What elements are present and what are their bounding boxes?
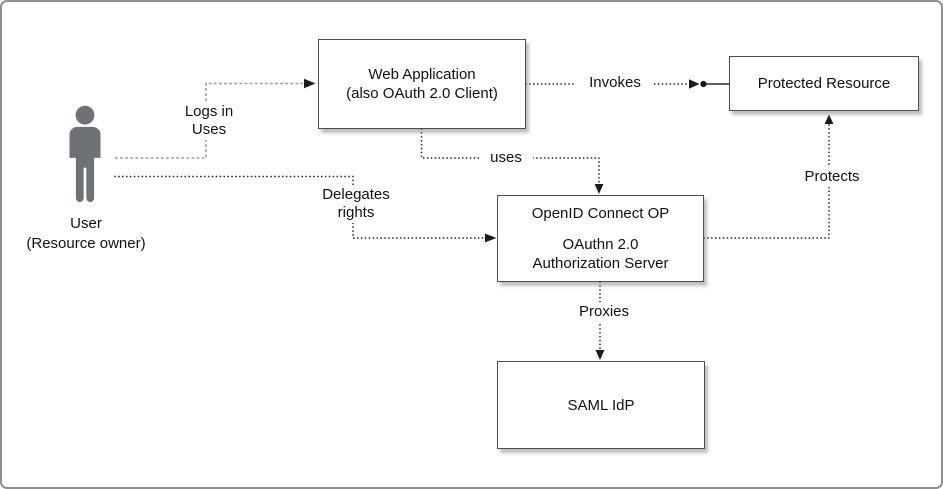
edge-proxies [595, 281, 605, 360]
logs-in-line2: Uses [191, 121, 227, 138]
arrowhead-right-icon [485, 233, 497, 243]
openid-line2: OAuthn 2.0 [562, 236, 639, 253]
arrowhead-right-icon [689, 79, 700, 89]
node-web-application: Web Application (also OAuth 2.0 Client) [318, 39, 526, 129]
edge-label-invokes: Invokes [576, 73, 654, 93]
node-saml-idp: SAML IdP [497, 361, 705, 449]
saml-idp-label: SAML IdP [567, 396, 635, 414]
openid-line3: Authorization Server [532, 255, 669, 272]
edge-label-logs-in: Logs in Uses [166, 102, 252, 140]
arrowhead-down-icon [595, 350, 605, 360]
protected-resource-label: Protected Resource [757, 75, 891, 92]
arrowhead-right-icon [304, 78, 316, 89]
arrowhead-up-icon [824, 114, 834, 124]
connector-dot-icon [700, 80, 707, 88]
edge-label-protects: Protects [791, 167, 873, 187]
edge-label-delegates-rights: Delegates rights [306, 185, 406, 223]
edge-label-uses: uses [479, 148, 533, 168]
openid-line1: OpenID Connect OP [531, 205, 670, 222]
person-icon [69, 105, 101, 202]
delegates-line1: Delegates [322, 186, 390, 203]
actor-name: User [70, 215, 102, 232]
logs-in-line1: Logs in [184, 103, 234, 120]
edge-protects [703, 114, 834, 239]
edge-invokes [525, 79, 729, 89]
node-openid-connect-op: OpenID Connect OP OAuthn 2.0 Authorizati… [497, 195, 704, 282]
node-protected-resource: Protected Resource [729, 56, 919, 111]
edge-label-proxies: Proxies [567, 302, 641, 322]
actor-role: (Resource owner) [26, 235, 146, 252]
actor-label: User (Resource owner) [6, 214, 166, 254]
web-app-line1: Web Application [368, 66, 476, 83]
arrowhead-down-icon [594, 184, 604, 194]
web-app-line2: (also OAuth 2.0 Client) [346, 85, 498, 102]
delegates-line2: rights [337, 204, 375, 221]
